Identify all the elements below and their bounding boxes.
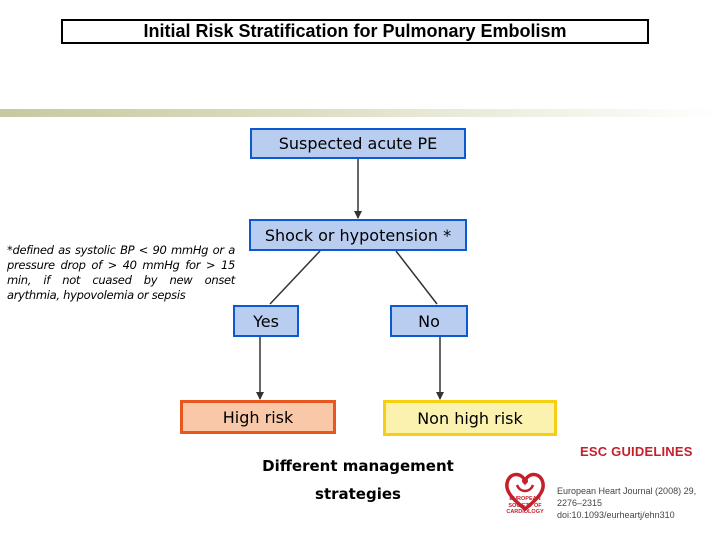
esc-reference-line-2: doi:10.1093/eurheartj/ehn310 [557,510,675,520]
node-no: No [390,305,468,337]
management-line-2: strategies [315,485,401,503]
node-yes: Yes [233,305,299,337]
esc-heart-logo-icon [505,472,545,512]
esc-logo-text: EUROPEAN SOCIETY OF CARDIOLOGY [506,496,544,515]
slide-title: Initial Risk Stratification for Pulmonar… [61,19,649,44]
management-line-1: Different management [262,457,454,475]
connector-shock-to-no [395,250,438,305]
node-non-high-risk: Non high risk [383,400,557,436]
esc-reference: European Heart Journal (2008) 29, 2276–2… [557,485,717,521]
hypotension-footnote: *defined as systolic BP < 90 mmHg or a p… [7,243,235,302]
node-high-risk: High risk [180,400,336,434]
decorative-band [0,109,720,117]
esc-guidelines-heading: ESC GUIDELINES [580,444,693,459]
node-suspected-pe: Suspected acute PE [250,128,466,159]
node-shock-hypotension: Shock or hypotension * [249,219,467,251]
management-text: Different management strategies [248,452,468,508]
esc-reference-line-1: European Heart Journal (2008) 29, 2276–2… [557,486,697,508]
connector-shock-to-yes [269,250,321,305]
